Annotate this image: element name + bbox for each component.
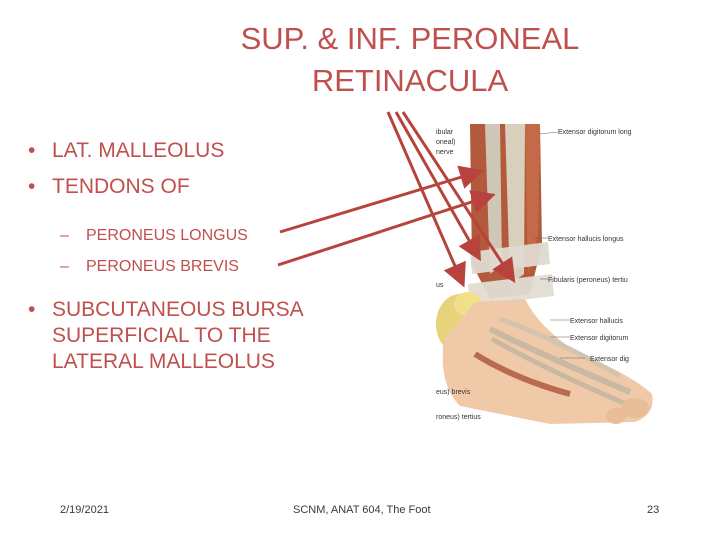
- sub-bullet-peroneus-longus: – PERONEUS LONGUS: [28, 226, 448, 246]
- arrow-retinaculum-3: [401, 111, 516, 284]
- ankle-anatomy-figure: ibular oneal) nerve Extensor digitorum l…: [430, 124, 662, 428]
- bullet-lat-malleolus: • LAT. MALLEOLUS: [28, 138, 448, 164]
- sub-bullet-text: PERONEUS LONGUS: [86, 227, 248, 244]
- sub-bullet-list: – PERONEUS LONGUS – PERONEUS BREVIS: [28, 226, 448, 277]
- label-ibular: ibular: [436, 129, 454, 136]
- bullet-marker: •: [28, 298, 36, 321]
- bullet-text-line-3: LATERAL MALLEOLUS: [52, 350, 275, 373]
- arrow-retinaculum-1: [386, 111, 466, 288]
- footer-page-number: 23: [647, 504, 660, 516]
- sub-bullet-marker: –: [60, 227, 69, 244]
- label-tertius: roneus) tertius: [436, 414, 481, 421]
- title-line-2: RETINACULA: [311, 63, 509, 98]
- label-extensor-dig: Extensor dig: [590, 356, 629, 363]
- label-fibularis-tertius: Fibularis (peroneus) tertiu: [548, 277, 628, 284]
- bullet-text-line-1: SUBCUTANEOUS BURSA: [52, 298, 304, 321]
- bullet-text: TENDONS OF: [52, 175, 190, 198]
- footer-date: 2/19/2021: [60, 504, 109, 516]
- slide-title: SUP. & INF. PERONEAL RETINACULA: [200, 18, 620, 102]
- label-extensor-digitorum: Extensor digitorum: [570, 335, 629, 342]
- bullet-subcutaneous-bursa: • SUBCUTANEOUS BURSA SUPERFICIAL TO THE …: [28, 297, 448, 375]
- label-extensor-digitorum-longus: Extensor digitorum long: [558, 129, 632, 136]
- title-line-1: SUP. & INF. PERONEAL: [240, 21, 580, 56]
- sub-bullet-marker: –: [60, 258, 69, 275]
- bullet-marker: •: [28, 139, 36, 162]
- arrow-retinaculum-2: [394, 111, 481, 262]
- label-oneal: oneal): [436, 139, 455, 146]
- bullet-tendons-of: • TENDONS OF: [28, 174, 448, 200]
- bullet-text-line-2: SUPERFICIAL TO THE: [52, 324, 271, 347]
- sub-bullet-text: PERONEUS BREVIS: [86, 258, 239, 275]
- arrow-brevis: [277, 190, 496, 267]
- label-nerve: nerve: [436, 149, 454, 156]
- footer-course: SCNM, ANAT 604, The Foot: [293, 504, 431, 516]
- bullet-marker: •: [28, 175, 36, 198]
- sub-bullet-peroneus-brevis: – PERONEUS BREVIS: [28, 257, 448, 277]
- label-extensor-hallucis: Extensor hallucis: [570, 318, 623, 325]
- label-us: us: [436, 282, 444, 289]
- arrow-longus: [279, 165, 484, 234]
- label-brevis: eus) brevis: [436, 389, 471, 396]
- bullet-text: LAT. MALLEOLUS: [52, 139, 225, 162]
- bullet-list: • LAT. MALLEOLUS • TENDONS OF – PERONEUS…: [28, 138, 448, 385]
- label-extensor-hallucis-longus: Extensor hallucis longus: [548, 236, 624, 243]
